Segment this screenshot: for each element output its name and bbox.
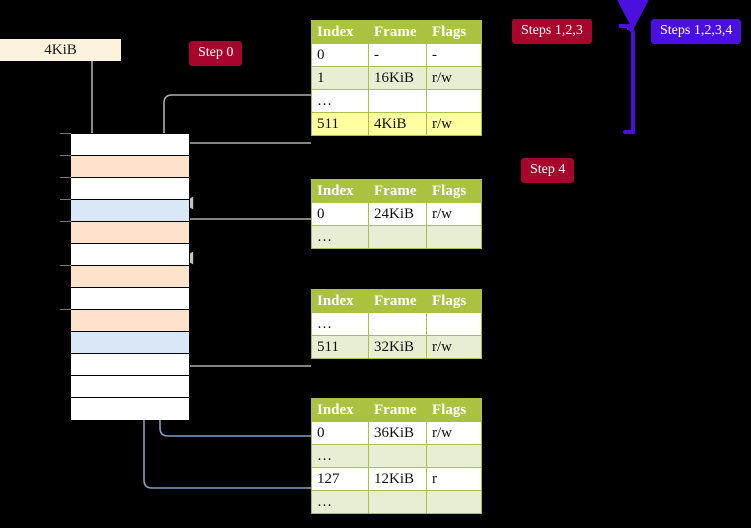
- column-header-index: Index: [311, 179, 369, 203]
- wire-t3-row511: [170, 308, 311, 367]
- memory-frame-8: [71, 310, 189, 332]
- memory-frame-2: [71, 178, 189, 200]
- cell-flags: r/w: [426, 112, 482, 136]
- column-header-frame: Frame: [368, 289, 427, 313]
- cell-flags: [426, 225, 482, 249]
- table-row: …: [311, 490, 482, 514]
- cell-index: …: [311, 225, 369, 249]
- table-row: …: [311, 444, 482, 468]
- cell-frame: 12KiB: [368, 467, 427, 491]
- cell-flags: [426, 312, 482, 336]
- column-header-index: Index: [311, 398, 369, 422]
- frame-size-label: 4KiB: [44, 41, 77, 58]
- memory-tick-4: [60, 221, 71, 222]
- memory-frame-4: [71, 222, 189, 244]
- wire-t1-row511: [181, 142, 311, 210]
- badge-steps-1-2-3-4: Steps 1,2,3,4: [651, 19, 742, 44]
- cell-index: 0: [311, 421, 369, 445]
- cell-index: 127: [311, 467, 369, 491]
- memory-tick-3: [60, 199, 71, 200]
- column-header-frame: Frame: [368, 398, 427, 422]
- memory-frame-10: [71, 354, 189, 376]
- cell-frame: [368, 444, 427, 468]
- column-header-flags: Flags: [426, 179, 482, 203]
- column-header-index: Index: [311, 289, 369, 313]
- cell-frame: 16KiB: [368, 66, 427, 90]
- cell-index: 0: [311, 43, 369, 67]
- memory-tick-2: [60, 177, 71, 178]
- physical-memory-column: [70, 133, 190, 420]
- badge-step-4: Step 4: [521, 158, 575, 183]
- cell-flags: [426, 490, 482, 514]
- cell-frame: [368, 312, 427, 336]
- badge-step-0: Step 0: [189, 41, 243, 66]
- cell-frame: 36KiB: [368, 421, 427, 445]
- table-row: …: [311, 225, 482, 249]
- cell-index: 1: [311, 66, 369, 90]
- cell-flags: r/w: [426, 421, 482, 445]
- cell-flags: r/w: [426, 335, 482, 359]
- cell-flags: r/w: [426, 66, 482, 90]
- memory-frame-3: [71, 200, 189, 222]
- column-header-frame: Frame: [368, 20, 427, 44]
- memory-frame-12: [71, 398, 189, 420]
- cell-index: 511: [311, 335, 369, 359]
- column-header-flags: Flags: [426, 289, 482, 313]
- memory-tick-8: [60, 309, 71, 310]
- cell-index: …: [311, 490, 369, 514]
- badge-steps-1-2-3: Steps 1,2,3: [512, 19, 592, 44]
- cell-flags: r/w: [426, 202, 482, 226]
- memory-frame-11: [71, 376, 189, 398]
- wire-t2-row0: [181, 218, 311, 265]
- cell-flags: [426, 444, 482, 468]
- cell-flags: [426, 89, 482, 113]
- memory-frame-0: [71, 134, 189, 156]
- cell-index: 511: [311, 112, 369, 136]
- table-row: …: [311, 312, 482, 336]
- cell-frame: -: [368, 43, 427, 67]
- column-header-index: Index: [311, 20, 369, 44]
- memory-frame-6: [71, 266, 189, 288]
- memory-frame-1: [71, 156, 189, 178]
- memory-frame-5: [71, 244, 189, 266]
- table-row: 0--: [311, 43, 482, 67]
- cell-frame: [368, 225, 427, 249]
- memory-tick-0: [60, 133, 71, 134]
- table-row: …: [311, 89, 482, 113]
- cell-index: …: [311, 312, 369, 336]
- memory-frame-9: [71, 332, 189, 354]
- cell-frame: 32KiB: [368, 335, 427, 359]
- memory-tick-1: [60, 155, 71, 156]
- cell-frame: 4KiB: [368, 112, 427, 136]
- memory-tick-6: [60, 265, 71, 266]
- column-header-flags: Flags: [426, 398, 482, 422]
- cell-flags: -: [426, 43, 482, 67]
- column-header-frame: Frame: [368, 179, 427, 203]
- column-header-flags: Flags: [426, 20, 482, 44]
- cell-frame: [368, 89, 427, 113]
- cell-frame: 24KiB: [368, 202, 427, 226]
- cell-index: 0: [311, 202, 369, 226]
- cell-frame: [368, 490, 427, 514]
- frame-size-box: 4KiB: [0, 39, 121, 61]
- cell-index: …: [311, 444, 369, 468]
- memory-frame-7: [71, 288, 189, 310]
- cell-index: …: [311, 89, 369, 113]
- cell-flags: r: [426, 467, 482, 491]
